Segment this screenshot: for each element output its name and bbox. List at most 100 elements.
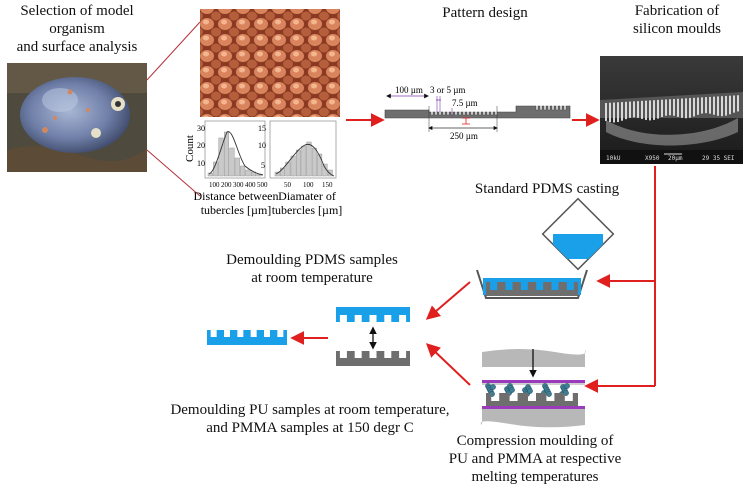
- hist-left-xtick: 100: [209, 181, 220, 189]
- sem-pillar: [685, 98, 687, 119]
- hist-left-ytick: 20: [197, 141, 205, 150]
- hist-left-ytick: 10: [197, 159, 205, 168]
- dim-250um: 250 µm: [450, 131, 478, 141]
- compression-line-1: Compression moulding of: [456, 433, 614, 449]
- sem-pillar: [693, 97, 695, 117]
- histogram-bar: [280, 167, 285, 177]
- hist-right-caption: Diamater of: [278, 189, 336, 203]
- histogram-bar: [301, 145, 307, 177]
- sem-scale-bar-label: 20µm: [668, 155, 683, 162]
- sem-pillar: [669, 99, 671, 116]
- compression-line-2: PU and PMMA at respective: [448, 451, 622, 467]
- dim-3-or-5um: 3 or 5 µm: [430, 85, 465, 95]
- sem-scale-id: 29 35 SEI: [702, 155, 735, 162]
- histogram-bar: [240, 165, 246, 177]
- hist-right-xtick: 50: [284, 181, 292, 189]
- sem-pillar: [645, 100, 647, 120]
- demould-pair: [336, 307, 410, 366]
- crab-photo: [7, 63, 147, 172]
- sem-pillar: [625, 101, 627, 120]
- sem-pillar: [673, 99, 675, 116]
- sem-pillar: [737, 95, 739, 112]
- sem-pillar: [725, 95, 727, 116]
- arrow-casting-to-demould: [425, 281, 471, 320]
- compression-line-3: melting temperatures: [471, 469, 599, 485]
- hist-right-ytick: 10: [258, 141, 266, 150]
- sem-pillar: [605, 103, 607, 121]
- hist-left-xtick: 300: [233, 181, 244, 189]
- polymer-granule: [509, 387, 515, 393]
- step-compression-label: Compression moulding of PU and PMMA at r…: [440, 432, 630, 486]
- hist-left-xtick: 400: [245, 181, 256, 189]
- demould-pu-line-1: Demoulding PU samples at room temperatur…: [170, 402, 450, 418]
- sem-pillar: [621, 102, 623, 121]
- polymer-granule: [527, 388, 533, 394]
- hist-left-caption: Distance between: [194, 189, 279, 203]
- polymer-granule: [546, 391, 552, 397]
- polymer-granule: [564, 383, 570, 389]
- selection-line-2: organism: [49, 21, 105, 37]
- demould-pdms-line-2: at room temperature: [251, 270, 373, 286]
- histogram-bar: [296, 149, 301, 177]
- sem-pillar: [701, 97, 703, 114]
- histogram-bar: [311, 147, 317, 177]
- sem-pillar: [717, 96, 719, 116]
- hist-left-ylabel: Count: [184, 135, 196, 162]
- step-demould-pdms-label: Demoulding PDMS samples at room temperat…: [212, 251, 412, 287]
- compression-stack: [480, 349, 586, 428]
- hist-right-xtick: 100: [303, 181, 314, 189]
- sem-pillar: [677, 98, 679, 117]
- hist-left-ytick: 30: [197, 124, 205, 133]
- demould-pu-line-2: and PMMA samples at 150 degr C: [206, 420, 414, 436]
- sem-pillar: [661, 99, 663, 117]
- histogram-left: [204, 120, 266, 179]
- histogram-bar: [245, 169, 251, 177]
- step-selection-label: Selection of model organism and surface …: [2, 2, 152, 56]
- selection-line-3: and surface analysis: [16, 39, 138, 55]
- sem-pillar: [697, 97, 699, 115]
- sem-pillar: [609, 102, 611, 123]
- connector-line-bottom: [146, 149, 201, 197]
- histogram-bar: [229, 147, 235, 177]
- hist-right-ytick: 15: [258, 124, 266, 133]
- demould-pdms-line-1: Demoulding PDMS samples: [226, 252, 398, 268]
- hist-left-xtick: 500: [257, 181, 268, 189]
- hist-right-ytick: 5: [261, 161, 265, 170]
- sem-pillar: [681, 98, 683, 118]
- tubercle-micrograph: [200, 9, 340, 117]
- connector-line-top: [146, 21, 201, 81]
- pattern-cross-section: [384, 93, 571, 132]
- hist-left-caption: tubercles [µm]: [201, 203, 272, 217]
- histogram-bar: [223, 131, 229, 177]
- fabrication-line-1: Fabrication of: [634, 3, 720, 19]
- histogram-bar: [218, 137, 224, 177]
- histogram-bar: [317, 153, 323, 177]
- hist-right-xtick: 150: [322, 181, 333, 189]
- histogram-bar: [322, 163, 328, 177]
- sem-image: [600, 56, 743, 164]
- dim-100um: 100 µm: [395, 85, 423, 95]
- sem-pillar: [657, 99, 659, 119]
- step-demould-pu-label: Demoulding PU samples at room temperatur…: [160, 401, 460, 437]
- sem-pillar: [709, 96, 711, 114]
- histogram-bar: [234, 157, 240, 177]
- sem-pillar: [641, 100, 643, 119]
- histogram-bar: [306, 141, 312, 177]
- step-pdms-casting-label: Standard PDMS casting: [474, 181, 620, 197]
- step-pattern-label: Pattern design: [442, 5, 528, 21]
- sem-scale-mag: X950: [645, 155, 660, 162]
- hist-right-caption: tubercles [µm]: [272, 203, 343, 217]
- sem-pillar: [729, 95, 731, 115]
- hist-left-xtick: 200: [221, 181, 232, 189]
- dim-7-5um: 7.5 µm: [452, 98, 478, 108]
- sem-pillar: [705, 97, 707, 114]
- histogram-right: [269, 120, 337, 179]
- casting-tray: [476, 269, 588, 299]
- selection-line-1: Selection of model: [20, 3, 134, 19]
- polymer-granule: [490, 384, 496, 390]
- pouring-container: [541, 197, 615, 271]
- final-pdms-sample: [207, 330, 287, 345]
- fabrication-line-2: silicon moulds: [633, 21, 721, 37]
- histogram-bar: [274, 171, 280, 177]
